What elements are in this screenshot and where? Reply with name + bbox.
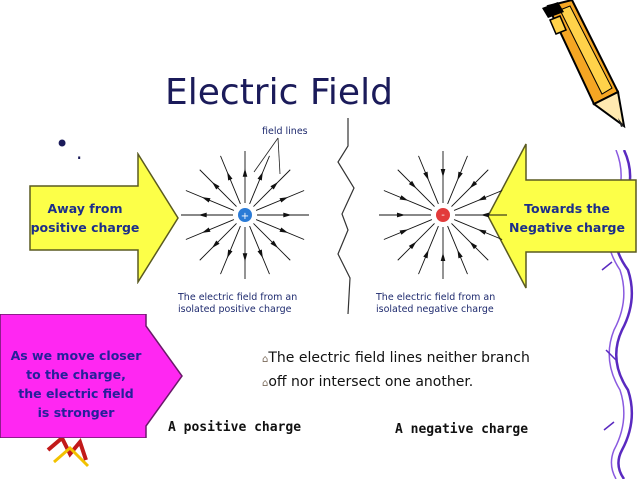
page-title: Electric Field [165, 72, 393, 113]
negative-field-arrowhead [477, 229, 487, 235]
positive-field-line [249, 155, 270, 205]
positive-field-line [220, 225, 241, 275]
right-arrow-shape [487, 143, 637, 289]
positive-charge-symbol: + [241, 211, 249, 222]
negative-charge-field: - [379, 151, 507, 279]
negative-field-arrowhead [440, 168, 446, 178]
right-arrow-line2: Negative charge [509, 220, 625, 235]
pink-box-text: As we move closer to the charge, the ele… [4, 346, 148, 422]
bullet-icon: ⌂ [262, 378, 269, 389]
negative-field-arrowhead [423, 249, 429, 259]
bullet-text: . [76, 140, 83, 164]
negative-field-arrowhead [399, 195, 409, 201]
fact-line-2: ⌂off nor intersect one another. [262, 370, 473, 396]
positive-caption-line1: The electric field from an [178, 292, 298, 303]
positive-field-arrowhead [279, 197, 289, 203]
pencil-decoration [542, 0, 626, 129]
field-lines-label: field lines [262, 126, 308, 137]
positive-field-arrowhead [279, 227, 289, 233]
pink-line-4: is stronger [37, 405, 115, 420]
right-arrow-line1: Towards the [524, 201, 610, 216]
negative-field-arrowhead [408, 241, 417, 250]
positive-charge-field: + [181, 151, 309, 279]
positive-field-arrowhead [257, 249, 263, 259]
negative-field-arrowhead [440, 252, 446, 262]
bullet-symbol: • [55, 130, 70, 158]
positive-field-line [185, 190, 235, 211]
positive-field-arrowhead [227, 171, 233, 181]
positive-field-line [185, 219, 235, 240]
pink-arrow-box [0, 314, 183, 438]
left-arrow-line1: Away from [47, 201, 123, 216]
negative-caption-line2: isolated negative charge [376, 304, 494, 315]
positive-field-line [255, 190, 305, 211]
fact-line-2-text: off nor intersect one another. [268, 374, 474, 390]
positive-field-arrowhead [198, 212, 207, 218]
negative-field-arrowhead [423, 171, 429, 181]
positive-field-arrowhead [242, 168, 248, 177]
positive-field-arrowhead [270, 240, 278, 248]
positive-field-line [199, 223, 237, 261]
positive-caption: The electric field from an isolated posi… [178, 292, 297, 316]
negative-charge-symbol: - [441, 210, 445, 221]
negative-caption: The electric field from an isolated nega… [376, 292, 495, 316]
positive-caption-line2: isolated positive charge [178, 304, 292, 315]
positive-field-arrowhead [201, 197, 211, 203]
field-lines-pointer [253, 137, 281, 175]
negative-field-arrowhead [408, 180, 417, 189]
right-arrow-label: Towards the Negative charge [504, 199, 630, 237]
positive-charge-label: A positive charge [168, 420, 302, 435]
negative-field-arrowhead [457, 171, 463, 181]
positive-field-line [253, 169, 291, 207]
fact-line-1: ⌂The electric field lines neither branch [262, 346, 530, 372]
positive-field-line [220, 155, 241, 205]
negative-field-arrowhead [469, 241, 478, 250]
fact-line-1-text: The electric field lines neither branch [268, 350, 530, 366]
bullet-icon: ⌂ [262, 354, 269, 365]
pink-line-1: As we move closer [10, 348, 142, 363]
pink-line-3: the electric field [18, 386, 134, 401]
left-arrow-line2: positive charge [30, 220, 140, 235]
negative-field-arrowhead [480, 212, 490, 218]
positive-field-arrowhead [212, 240, 220, 248]
positive-field-line [255, 219, 305, 240]
negative-charge-dot [436, 208, 450, 222]
positive-field-arrowhead [242, 253, 248, 262]
pink-line-2: to the charge, [26, 367, 126, 382]
positive-field-arrowhead [201, 227, 211, 233]
positive-field-arrowhead [227, 249, 233, 259]
negative-field-arrowhead [469, 180, 478, 189]
negative-field-arrowhead [477, 195, 487, 201]
left-arrow-shape [29, 152, 179, 284]
positive-field-arrowhead [212, 182, 220, 190]
negative-field-arrowhead [399, 229, 409, 235]
left-arrow-label: Away from positive charge [30, 199, 140, 237]
negative-caption-line1: The electric field from an [376, 292, 496, 303]
negative-field-arrowhead [396, 212, 406, 218]
positive-charge-dot [238, 208, 252, 222]
positive-field-line [249, 225, 270, 275]
negative-field-arrowhead [457, 249, 463, 259]
positive-field-arrowhead [257, 171, 263, 181]
positive-field-line [199, 169, 237, 207]
negative-charge-label: A negative charge [395, 422, 529, 437]
separator-zigzag [337, 118, 355, 314]
bottom-left-decoration [46, 434, 90, 468]
positive-field-arrowhead [283, 212, 292, 218]
positive-field-arrowhead [270, 182, 278, 190]
positive-field-line [253, 223, 291, 261]
